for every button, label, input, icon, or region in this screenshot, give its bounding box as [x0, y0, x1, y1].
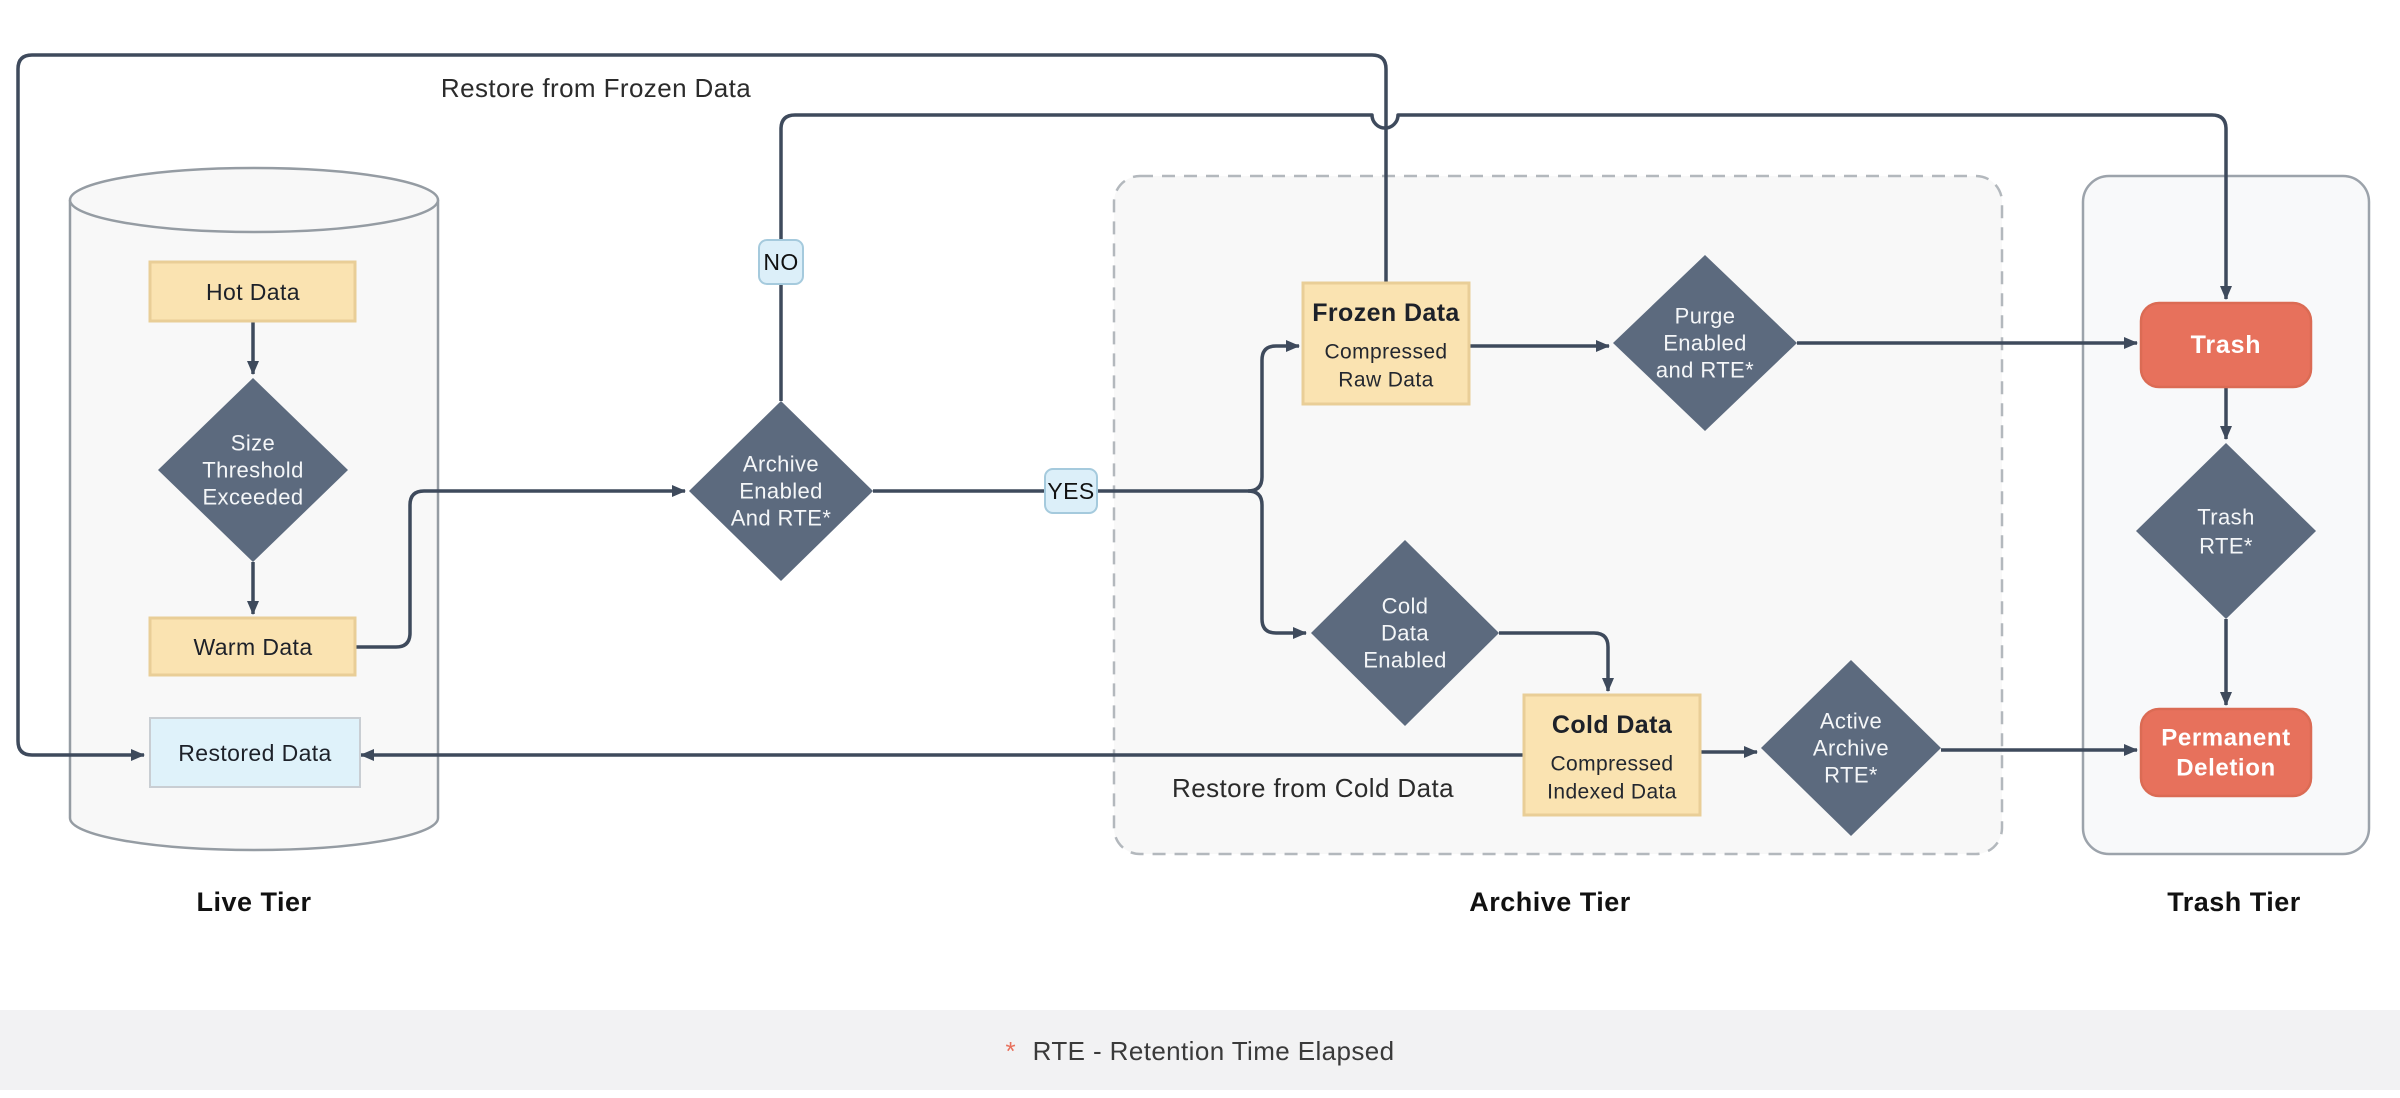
node-trash-rte: Trash RTE*: [2136, 443, 2316, 619]
footnote: * RTE - Retention Time Elapsed: [1005, 1036, 1394, 1066]
cold-enabled-line2: Data: [1381, 621, 1429, 646]
size-threshold-line3: Exceeded: [202, 485, 303, 510]
active-archive-line3: RTE*: [1824, 763, 1878, 788]
footnote-band: [0, 1010, 2400, 1090]
footnote-asterisk: *: [1005, 1036, 1016, 1066]
trash-label: Trash: [2191, 331, 2262, 359]
size-threshold-line2: Threshold: [202, 458, 303, 483]
node-size-threshold-exceeded: Size Threshold Exceeded: [158, 378, 348, 562]
restored-data-label: Restored Data: [178, 740, 332, 766]
permanent-deletion-line2: Deletion: [2176, 755, 2275, 782]
cold-data-sub2: Indexed Data: [1547, 781, 1677, 804]
node-warm-data: Warm Data: [148, 616, 357, 677]
database-cylinder-top: [68, 166, 440, 234]
footnote-text: RTE - Retention Time Elapsed: [1033, 1036, 1395, 1066]
node-restored-data: Restored Data: [149, 717, 361, 788]
node-cold-data-enabled: Cold Data Enabled: [1311, 540, 1499, 726]
cold-enabled-line1: Cold: [1382, 594, 1429, 619]
frozen-data-sub1: Compressed: [1324, 341, 1447, 364]
edge-yes-to-cold-enabled: [1247, 489, 1307, 639]
active-archive-line2: Archive: [1813, 736, 1889, 761]
active-archive-line1: Active: [1820, 709, 1882, 734]
no-label: NO: [763, 249, 798, 275]
size-threshold-line1: Size: [231, 431, 275, 456]
edge-cold-enabled-to-cold: [1499, 631, 1614, 692]
trash-rte-line2: RTE*: [2199, 534, 2253, 559]
cold-data-sub1: Compressed: [1550, 753, 1673, 776]
hot-data-label: Hot Data: [206, 279, 300, 305]
trash-rte-line1: Trash: [2197, 505, 2254, 530]
archive-enabled-line2: Enabled: [739, 479, 823, 504]
node-frozen-data: Frozen Data Compressed Raw Data: [1301, 281, 1471, 406]
cold-enabled-line3: Enabled: [1363, 648, 1447, 673]
trash-tier-label: Trash Tier: [2167, 887, 2301, 917]
purge-enabled-line3: and RTE*: [1656, 358, 1754, 383]
frozen-data-title: Frozen Data: [1312, 299, 1460, 327]
permanent-deletion-line1: Permanent: [2161, 725, 2290, 752]
frozen-data-sub2: Raw Data: [1338, 369, 1433, 392]
warm-data-label: Warm Data: [193, 634, 312, 660]
archive-enabled-line3: And RTE*: [731, 506, 832, 531]
node-trash: Trash: [2139, 301, 2313, 389]
node-purge-enabled-and-rte: Purge Enabled and RTE*: [1613, 255, 1797, 431]
restore-from-cold-label: Restore from Cold Data: [1172, 773, 1454, 803]
node-hot-data: Hot Data: [148, 260, 357, 323]
restore-from-frozen-label: Restore from Frozen Data: [441, 73, 751, 103]
yes-label: YES: [1047, 478, 1094, 504]
edge-label-yes: YES: [1044, 468, 1098, 514]
edge-restore-from-frozen: [16, 53, 1388, 761]
archive-tier-label: Archive Tier: [1469, 887, 1631, 917]
live-tier-label: Live Tier: [196, 887, 311, 917]
edge-warm-to-archive-enabled: [355, 485, 686, 649]
node-cold-data: Cold Data Compressed Indexed Data: [1522, 693, 1702, 817]
archive-enabled-line1: Archive: [743, 452, 819, 477]
node-active-archive-rte: Active Archive RTE*: [1761, 660, 1941, 836]
edge-label-no: NO: [758, 239, 804, 285]
cold-data-title: Cold Data: [1552, 711, 1673, 739]
node-permanent-deletion: Permanent Deletion: [2139, 707, 2313, 798]
purge-enabled-line1: Purge: [1675, 304, 1736, 329]
node-archive-enabled-and-rte: Archive Enabled And RTE*: [689, 401, 873, 581]
purge-enabled-line2: Enabled: [1663, 331, 1747, 356]
